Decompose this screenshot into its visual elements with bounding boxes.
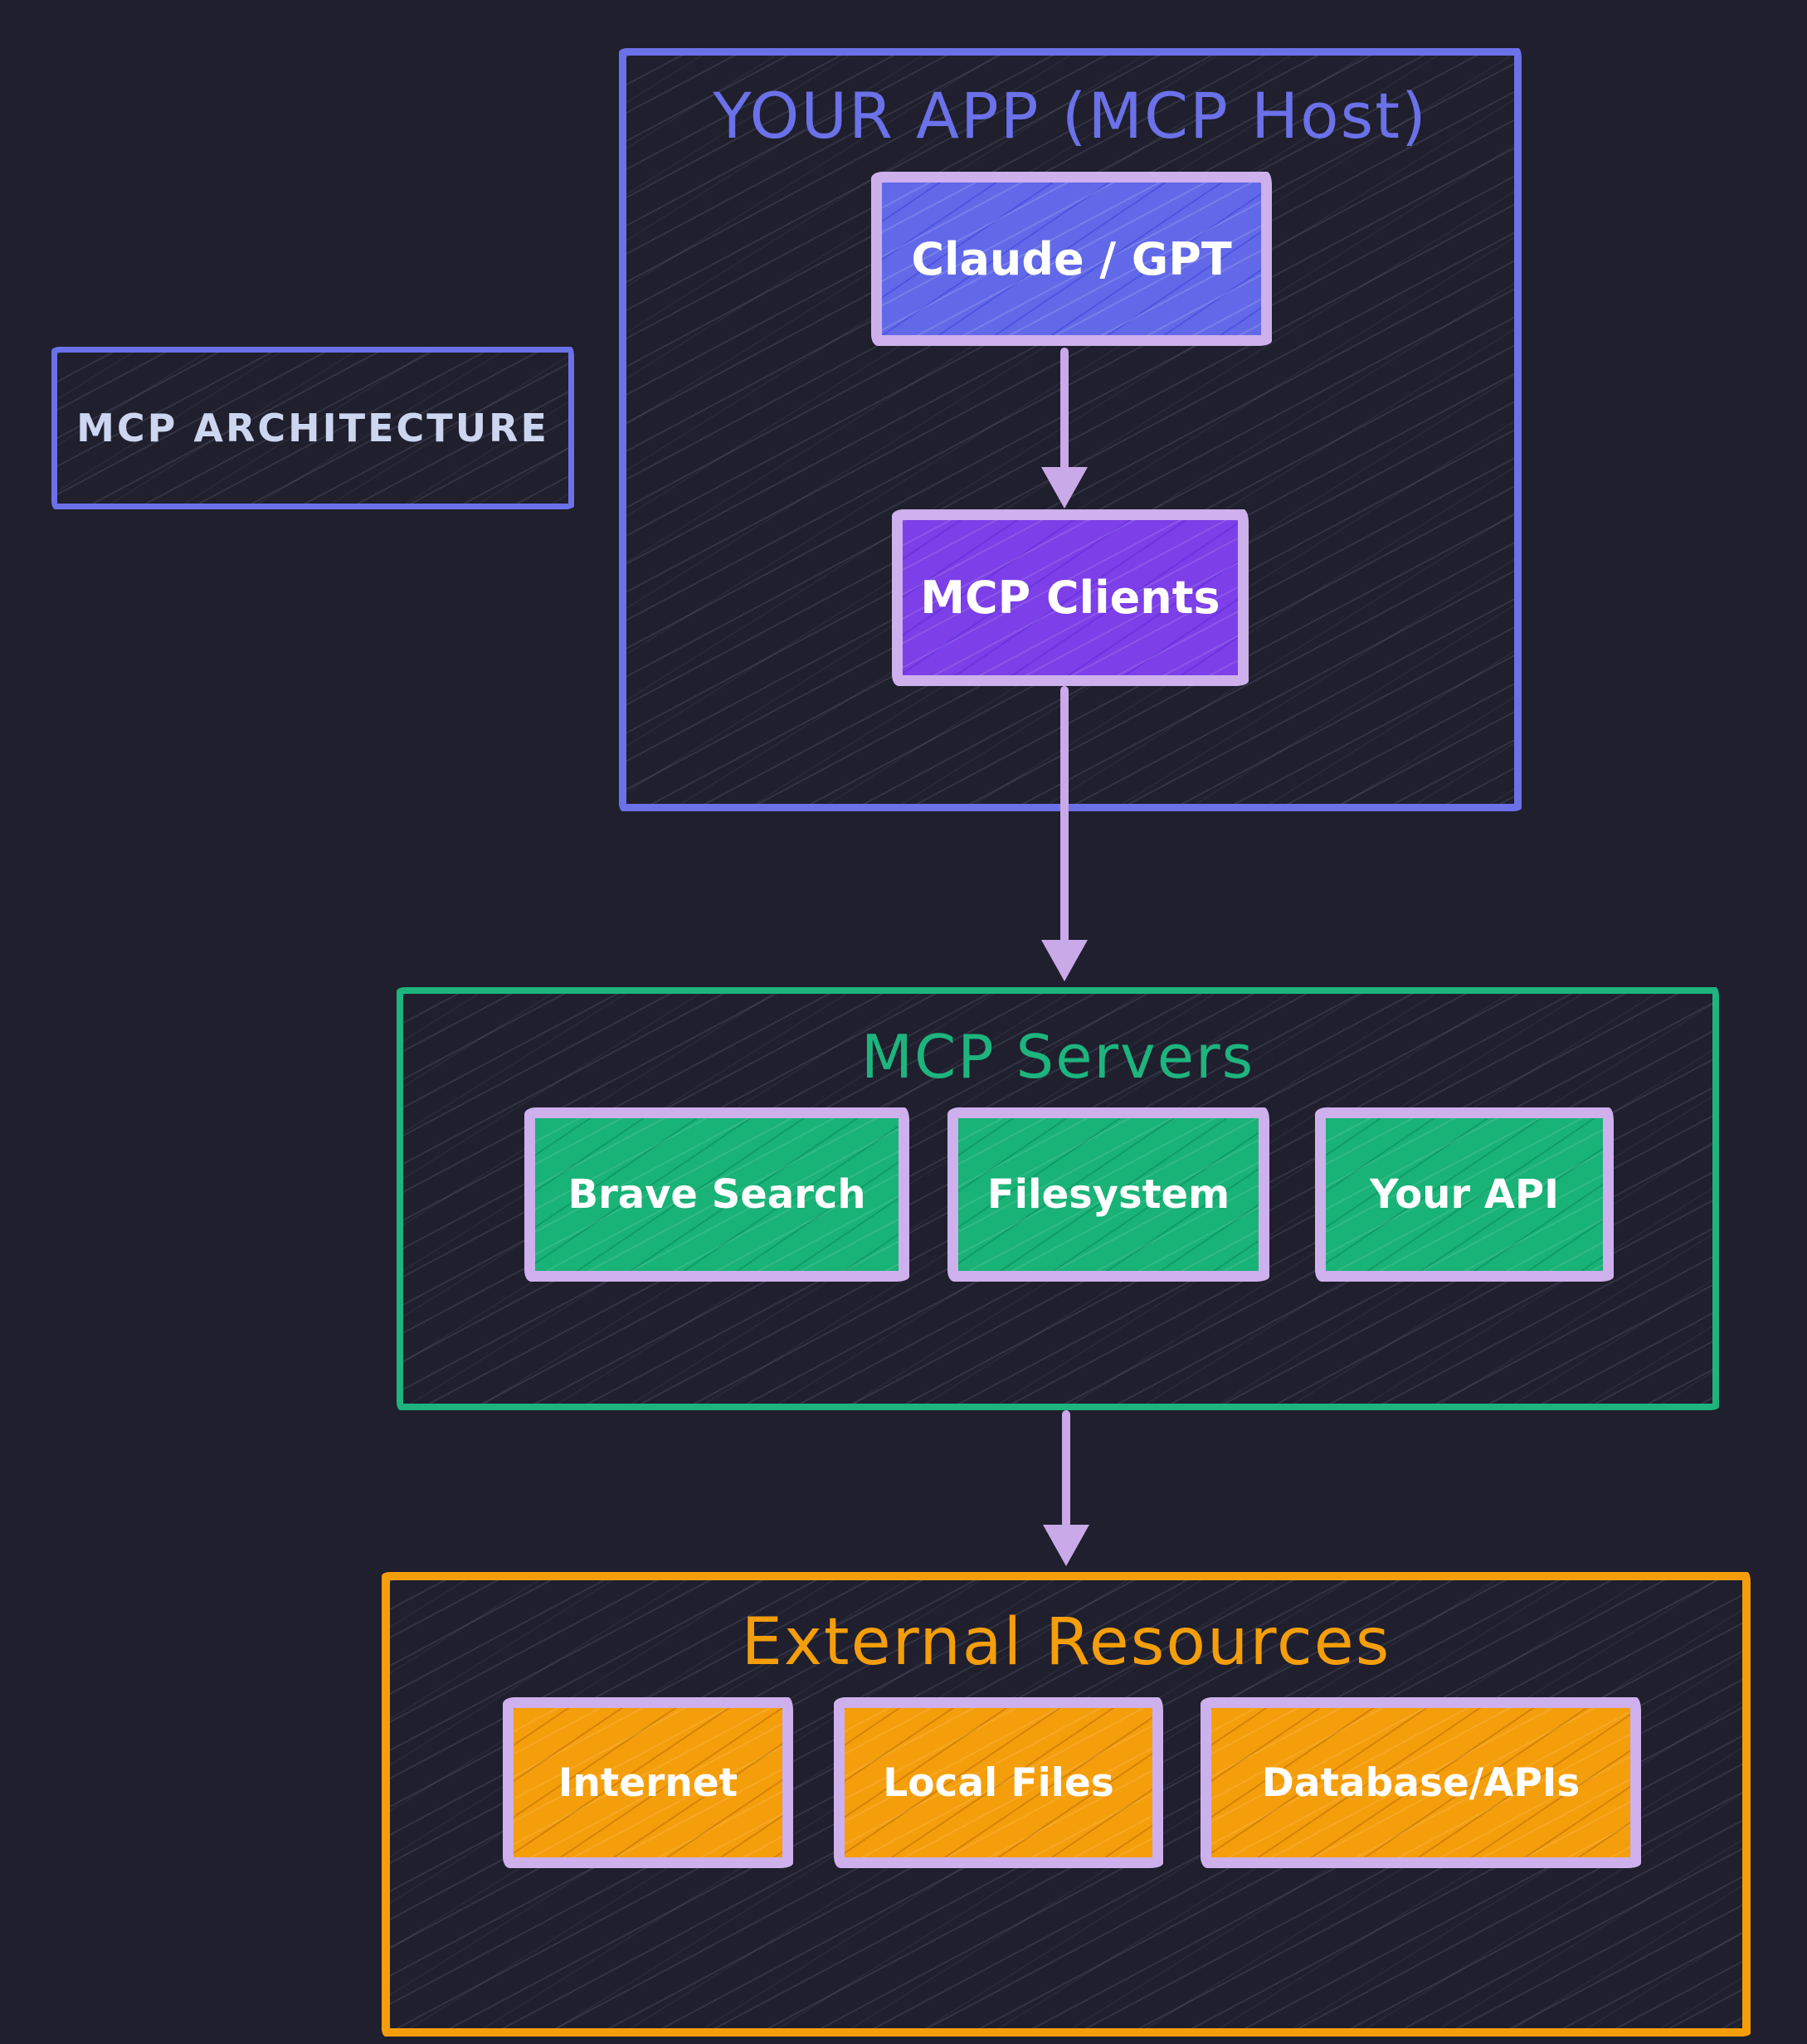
arrow-model-to-clients bbox=[1060, 348, 1069, 470]
resources-container-box: External Resources Internet Local Files … bbox=[382, 1572, 1751, 2037]
internet-label: Internet bbox=[558, 1759, 738, 1806]
host-title: YOUR APP (MCP Host) bbox=[713, 79, 1428, 153]
resources-title: External Resources bbox=[741, 1605, 1391, 1680]
arrow-servers-to-resources bbox=[1062, 1410, 1070, 1528]
mcp-architecture-label: MCP ARCHITECTURE bbox=[76, 406, 549, 450]
brave-search-node: Brave Search bbox=[524, 1107, 909, 1282]
local-files-label: Local Files bbox=[883, 1759, 1114, 1806]
your-api-label: Your API bbox=[1369, 1171, 1560, 1218]
claude-gpt-label: Claude / GPT bbox=[911, 232, 1232, 285]
local-files-node: Local Files bbox=[834, 1697, 1163, 1868]
filesystem-node: Filesystem bbox=[947, 1107, 1269, 1282]
claude-gpt-node: Claude / GPT bbox=[871, 172, 1272, 346]
mcp-clients-label: MCP Clients bbox=[920, 572, 1220, 624]
mcp-architecture-label-box: MCP ARCHITECTURE bbox=[51, 347, 574, 509]
brave-search-label: Brave Search bbox=[567, 1171, 866, 1218]
servers-container-box: MCP Servers Brave Search Filesystem Your… bbox=[397, 987, 1719, 1410]
servers-title: MCP Servers bbox=[860, 1022, 1255, 1092]
filesystem-label: Filesystem bbox=[986, 1171, 1230, 1218]
your-api-node: Your API bbox=[1315, 1107, 1614, 1282]
mcp-clients-node: MCP Clients bbox=[892, 509, 1249, 686]
host-container-box: YOUR APP (MCP Host) Claude / GPT MCP Cli… bbox=[619, 48, 1522, 811]
database-apis-label: Database/APIs bbox=[1261, 1759, 1581, 1806]
arrow-host-to-servers bbox=[1060, 686, 1069, 943]
database-apis-node: Database/APIs bbox=[1201, 1697, 1641, 1868]
internet-node: Internet bbox=[503, 1697, 793, 1868]
